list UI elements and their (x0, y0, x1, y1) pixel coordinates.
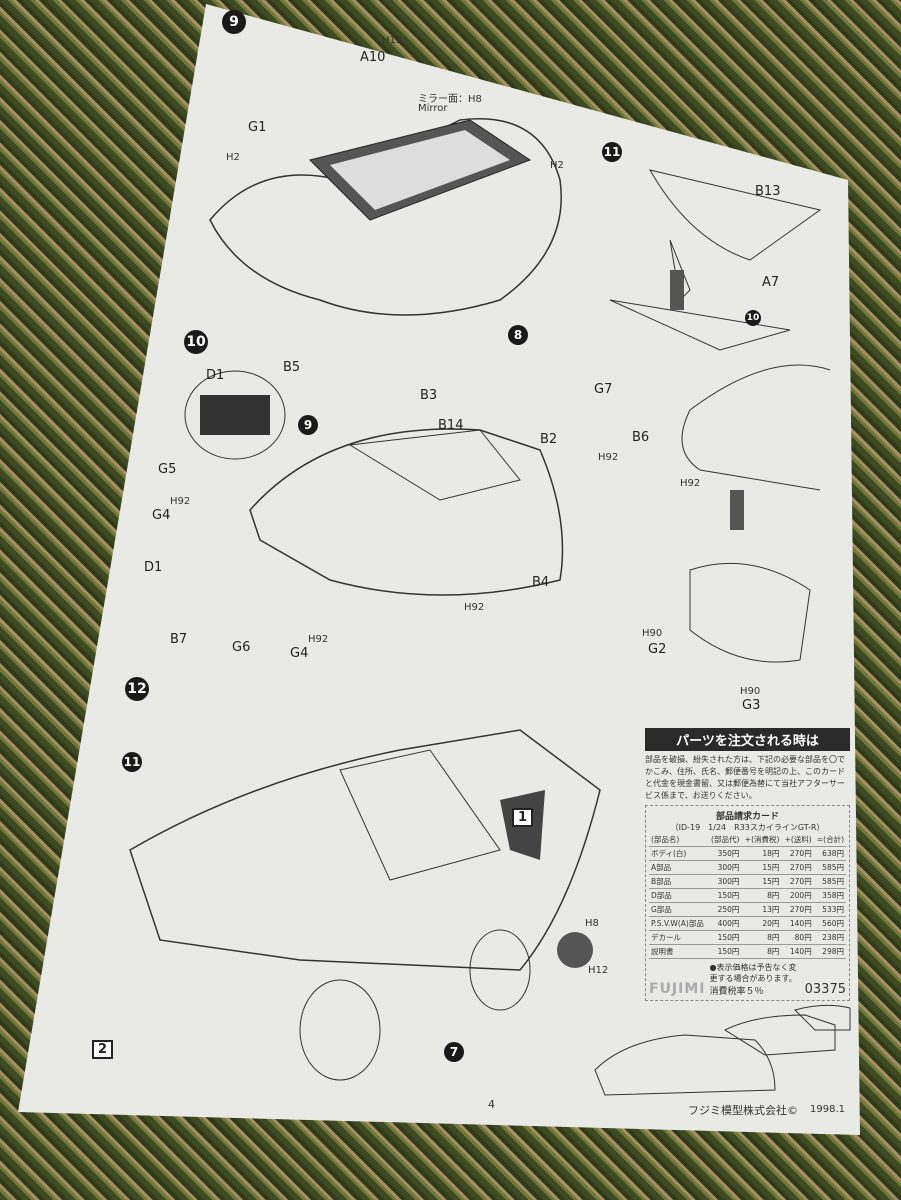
label-h92: H92 (598, 452, 619, 463)
label-h90: H90 (740, 686, 761, 697)
order-heading: パーツを注文される時は (645, 728, 850, 751)
print-date: 1998.1 (810, 1104, 845, 1115)
label-g3: G3 (742, 698, 761, 713)
product-code: 03375 (804, 982, 846, 997)
label-h2: H2 (226, 152, 240, 163)
parts-order-card: パーツを注文される時は 部品を破損、紛失された方は、下記の必要な部品を〇でかこみ… (645, 728, 850, 1001)
label-h92: H92 (680, 478, 701, 489)
ref-9: 9 (298, 415, 318, 435)
ref-1: 1 (512, 808, 534, 827)
ref-8: 8 (508, 325, 528, 345)
mirror-note: ミラー面：H8 (418, 94, 482, 105)
label-h92: H92 (308, 634, 329, 645)
label-g6: G6 (232, 640, 251, 655)
publisher-credit: フジミ模型株式会社© (688, 1104, 798, 1117)
card-subtitle: （ID-19 1/24 R33スカイラインGT-R） (670, 823, 825, 832)
step-12-number: 12 (125, 677, 149, 701)
roof-assembly-drawing (209, 118, 562, 316)
label-h8: H8 (585, 918, 599, 929)
label-b3: B3 (420, 388, 438, 403)
label-b7: B7 (170, 632, 188, 647)
label-h92: H92 (170, 496, 191, 507)
ref-7: 7 (444, 1042, 464, 1062)
page-number: 4 (488, 1098, 495, 1111)
mirror-note-en: Mirror (418, 103, 448, 114)
label-h90: H90 (642, 628, 663, 639)
label-b14: B14 (438, 418, 464, 433)
label-b6: B6 (632, 430, 650, 445)
front-body-drawing (184, 370, 564, 596)
label-g4: G4 (290, 646, 309, 661)
tax-rate: 消費税率５％ (709, 987, 764, 997)
label-b13: B13 (755, 184, 781, 199)
rear-wing-drawing (609, 169, 831, 663)
ref-2: 2 (92, 1040, 114, 1059)
label-h2: H2 (550, 160, 564, 171)
label-d1: D1 (206, 368, 225, 383)
label-g2: G2 (648, 642, 667, 657)
label-b2: B2 (540, 432, 558, 447)
label-h12: H12 (382, 35, 403, 46)
card-title: 部品請求カード (715, 812, 779, 822)
step-10-number: 10 (184, 330, 208, 354)
ref-11: 11 (122, 752, 142, 772)
label-d1: D1 (144, 560, 163, 575)
skyline-cars-illustration (594, 1004, 851, 1096)
label-g4: G4 (152, 508, 171, 523)
step-11-number: 11 (602, 142, 622, 162)
final-assembly-drawing (129, 729, 601, 1081)
label-g7: G7 (594, 382, 613, 397)
label-h12: H12 (588, 965, 609, 976)
label-g1: G1 (248, 120, 267, 135)
label-h92: H92 (464, 602, 485, 613)
price-note: ●表示価格は予告なく変更する場合があります。 (709, 963, 797, 983)
label-a10: A10 (360, 50, 386, 65)
label-b5: B5 (283, 360, 301, 375)
step-9-number: 9 (222, 10, 246, 34)
fujimi-logo: FUJIMI (649, 981, 706, 997)
order-instructions: 部品を破損、紛失された方は、下記の必要な部品を〇でかこみ、住所、氏名、郵便番号を… (645, 755, 845, 800)
label-a7: A7 (762, 275, 780, 290)
label-b4: B4 (532, 575, 550, 590)
label-g5: G5 (158, 462, 177, 477)
ref-10: 10 (745, 310, 761, 326)
